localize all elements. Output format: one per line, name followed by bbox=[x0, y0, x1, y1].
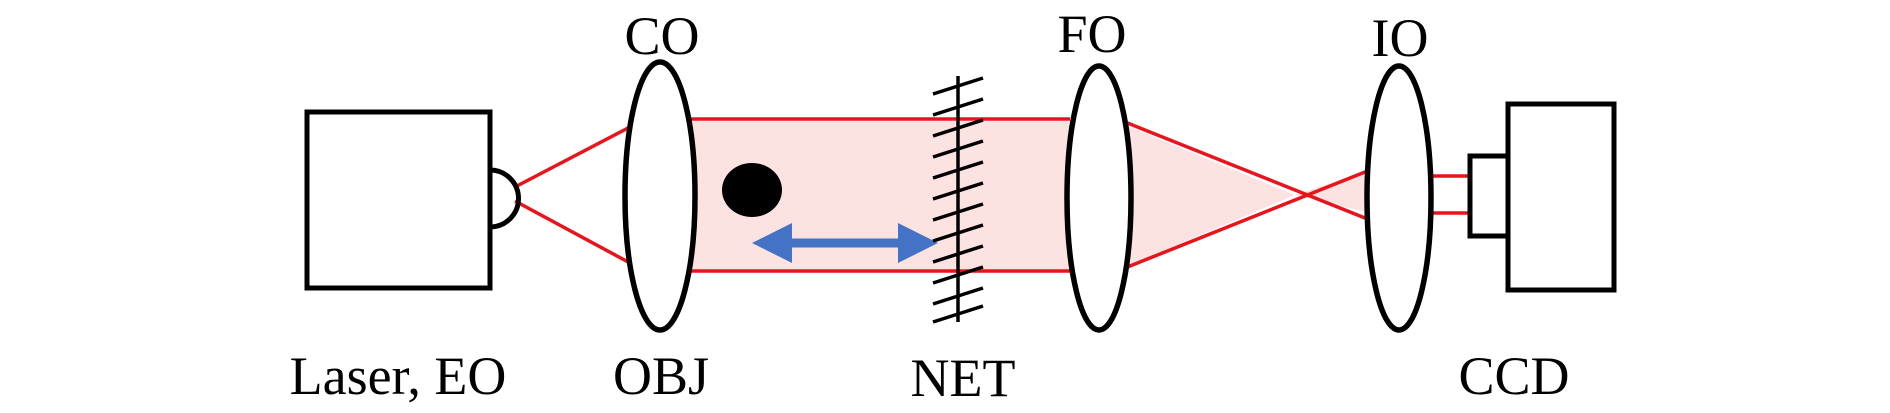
net-hatch bbox=[932, 118, 984, 138]
particle-dot bbox=[722, 163, 782, 217]
net-hatch bbox=[932, 181, 984, 201]
beam-fill-converging bbox=[1295, 170, 1370, 213]
net-hatch bbox=[932, 76, 984, 96]
ray-converging-lower bbox=[1119, 168, 1371, 272]
label-co: CO bbox=[624, 6, 699, 66]
lens-imaging-objective bbox=[1364, 63, 1434, 333]
label-laser-eo: Laser, EO bbox=[290, 346, 507, 406]
net-hatch bbox=[932, 304, 984, 324]
net-hatch bbox=[932, 286, 984, 306]
label-net: NET bbox=[911, 348, 1016, 408]
label-obj: OBJ bbox=[613, 346, 709, 406]
net-hatch bbox=[932, 265, 984, 285]
label-io: IO bbox=[1372, 8, 1429, 68]
ray-converging-upper bbox=[1119, 118, 1371, 222]
ray-source-upper bbox=[514, 125, 631, 189]
motion-arrowhead-left bbox=[752, 223, 792, 263]
motion-arrowhead-right bbox=[898, 223, 938, 263]
net-hatch bbox=[932, 223, 984, 243]
lens-collimating-objective bbox=[622, 59, 698, 333]
motion-double-arrow-icon bbox=[752, 223, 938, 263]
laser-emitter bbox=[489, 167, 521, 230]
laser-box bbox=[304, 109, 493, 291]
lens-focusing-objective bbox=[1064, 63, 1134, 333]
beam-rays bbox=[514, 117, 1470, 273]
net-hatch bbox=[932, 160, 984, 180]
ray-source-lower bbox=[514, 199, 631, 265]
label-fo: FO bbox=[1057, 4, 1126, 64]
ccd-camera-body bbox=[1505, 101, 1617, 293]
ccd-sensor-mount bbox=[1467, 153, 1511, 239]
net-hatch bbox=[932, 139, 984, 159]
net-mesh bbox=[932, 76, 984, 324]
net-hatch bbox=[932, 97, 984, 117]
net-hatch bbox=[932, 244, 984, 264]
net-hatch bbox=[932, 202, 984, 222]
label-ccd: CCD bbox=[1458, 346, 1569, 406]
